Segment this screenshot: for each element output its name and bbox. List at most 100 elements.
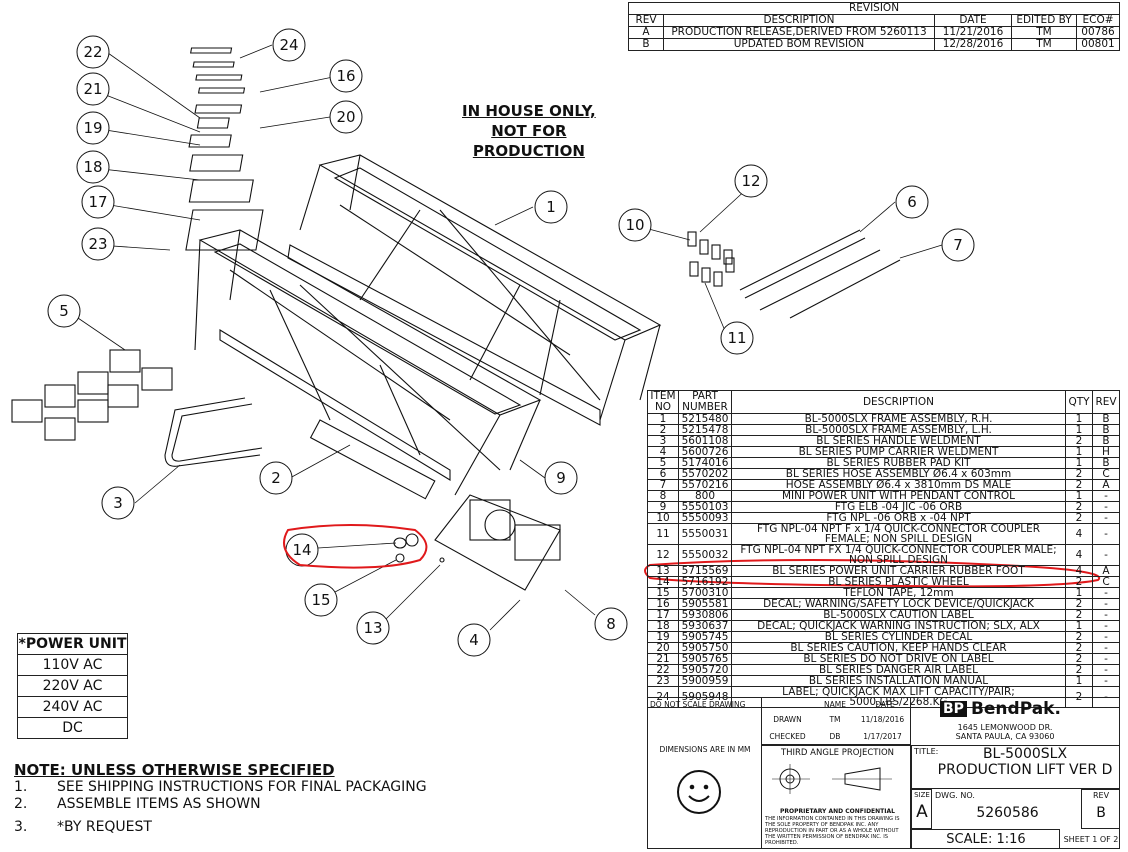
bom-rev: -	[1092, 631, 1120, 643]
rubber-pads	[11, 349, 173, 441]
do-not-scale: DO NOT SCALE DRAWING	[650, 700, 746, 709]
svg-text:15: 15	[311, 591, 330, 609]
bom-qty: 2	[1065, 479, 1093, 491]
drawn-label: DRAWN	[773, 715, 802, 724]
note-number: 1.	[14, 779, 28, 795]
bom-rev: B	[1092, 413, 1120, 425]
callout-3: 3	[101, 486, 135, 520]
callout-11: 11	[720, 321, 754, 355]
bom-item-no: 16	[647, 598, 679, 610]
bom-rev: -	[1092, 653, 1120, 665]
bom-part-number: 5215478	[678, 424, 732, 436]
rev-date-header: DATE	[934, 14, 1012, 27]
svg-text:3: 3	[113, 494, 123, 512]
bom-qty: 2	[1065, 435, 1093, 447]
rev-cell: UPDATED BOM REVISION	[663, 38, 935, 51]
bom-item-no: 4	[647, 446, 679, 458]
svg-text:14: 14	[292, 541, 311, 559]
callout-16: 16	[329, 59, 363, 93]
bom-item-no: 21	[647, 653, 679, 665]
size-label: SIZE	[914, 791, 930, 799]
dwg-no-label: DWG. NO.	[935, 791, 975, 800]
bom-rev: B	[1092, 435, 1120, 447]
bom-part-number: 5550032	[678, 544, 732, 566]
power-option: DC	[17, 717, 128, 739]
drawing-title-line-2: PRODUCTION LIFT VER D	[937, 762, 1113, 778]
rev-cell: TM	[1011, 26, 1077, 39]
note-item: 2.ASSEMBLE ITEMS AS SHOWN	[14, 796, 427, 813]
bom-part-number: 5600726	[678, 446, 732, 458]
bendpak-mark: BP	[940, 701, 967, 717]
bom-part-number: 5930637	[678, 620, 732, 632]
bom-item-no: 20	[647, 642, 679, 654]
revision-row: A PRODUCTION RELEASE,DERIVED FROM 526011…	[628, 26, 1120, 39]
note-text: ASSEMBLE ITEMS AS SHOWN	[57, 796, 261, 812]
bom-item-no: 2	[647, 424, 679, 436]
bom-part-number: 5570202	[678, 468, 732, 480]
bom-description: FTG NPL-04 NPT FX 1/4 QUICK-CONNECTOR CO…	[731, 544, 1066, 566]
callout-2: 2	[259, 461, 293, 495]
bom-item-no: 19	[647, 631, 679, 643]
hoses	[739, 229, 901, 319]
drawing-title-line-1: BL-5000SLX	[982, 746, 1068, 762]
bom-item-no: 17	[647, 609, 679, 621]
bom-description: BL SERIES CYLINDER DECAL	[731, 631, 1066, 643]
svg-text:4: 4	[469, 631, 479, 649]
checked-label: CHECKED	[769, 732, 806, 741]
company-name: BendPak.	[970, 699, 1061, 719]
address-line-2: SANTA PAULA, CA 93060	[955, 732, 1055, 741]
stamp-line-2: NOT FOR	[491, 122, 567, 140]
callout-13: 13	[356, 611, 390, 645]
bom-item-no: 6	[647, 468, 679, 480]
bom-description: BL SERIES RUBBER PAD KIT	[731, 457, 1066, 469]
date-label: DATE	[875, 700, 895, 709]
bom-part-number: 5550093	[678, 512, 732, 524]
callout-5: 5	[47, 294, 81, 328]
in-house-stamp: IN HOUSE ONLY, NOT FOR PRODUCTION	[462, 101, 596, 161]
rev-cell: 00801	[1076, 38, 1120, 51]
bom-rev: B	[1092, 424, 1120, 436]
sheet-value: SHEET 1 OF 2	[1063, 835, 1119, 844]
bom-description: FTG ELB -04 JIC -06 ORB	[731, 501, 1066, 513]
bom-item-no: 15	[647, 587, 679, 599]
note-item: 3.*BY REQUEST	[14, 819, 427, 836]
bom-part-number: 5570216	[678, 479, 732, 491]
bom-qty: 2	[1065, 664, 1093, 676]
bom-rev: -	[1092, 598, 1120, 610]
qty-header: QTY	[1065, 390, 1093, 414]
frame-left-hand	[194, 229, 542, 500]
callout-9: 9	[544, 461, 578, 495]
callout-22: 22	[76, 35, 110, 69]
svg-text:17: 17	[88, 193, 107, 211]
svg-text:18: 18	[83, 158, 102, 176]
svg-text:5: 5	[59, 302, 69, 320]
drawn-name: TM	[829, 715, 841, 724]
bom-item-no: 23	[647, 675, 679, 687]
bom-qty: 2	[1065, 642, 1093, 654]
power-unit-title: *POWER UNIT	[17, 633, 128, 655]
fittings	[687, 231, 735, 287]
bom-part-number: 5905581	[678, 598, 732, 610]
name-label: NAME	[824, 700, 846, 709]
power-option: 240V AC	[17, 696, 128, 718]
bom-part-number: 5215480	[678, 413, 732, 425]
rev-cell: 12/28/2016	[934, 38, 1012, 51]
rev-cell: TM	[1011, 38, 1077, 51]
bom-rev: H	[1092, 446, 1120, 458]
handle-weldment	[164, 397, 261, 467]
bom-qty: 1	[1065, 587, 1093, 599]
